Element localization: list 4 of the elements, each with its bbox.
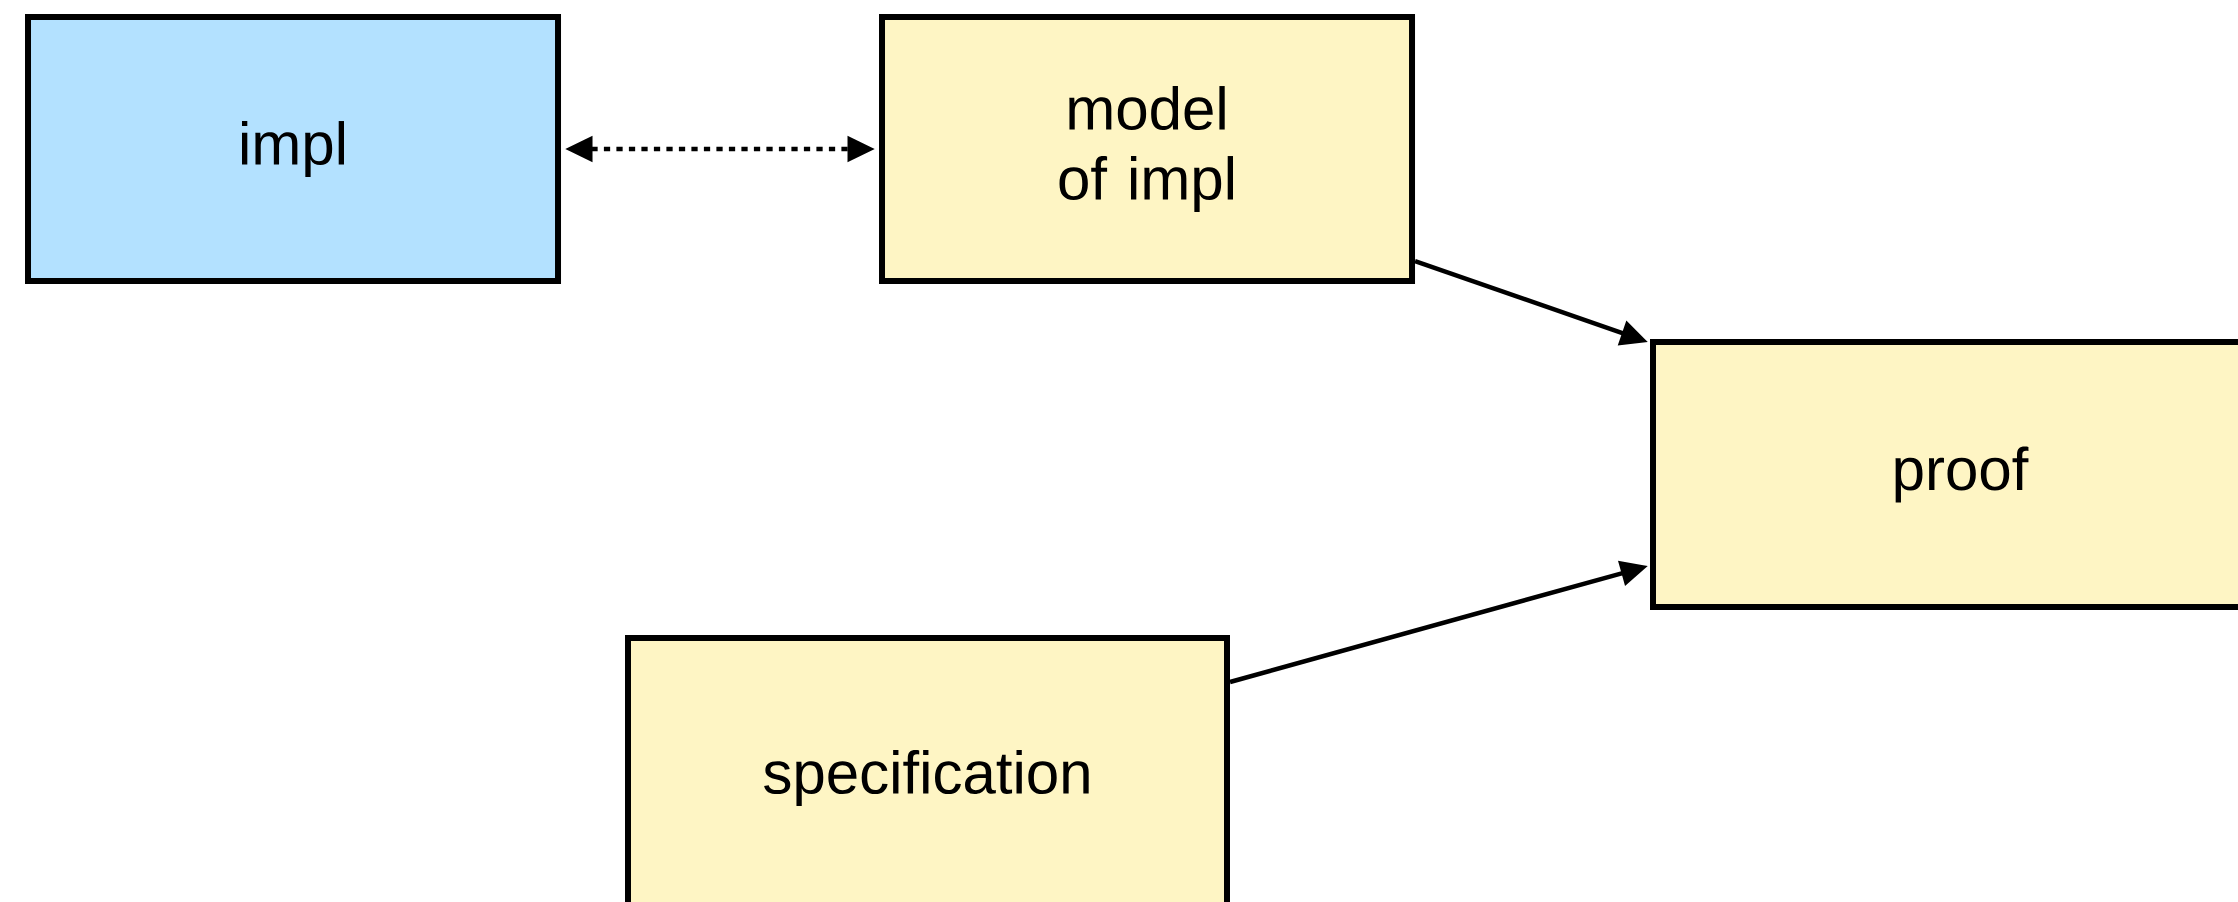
process-box: impl [25,14,561,284]
process-box: specification [625,635,1231,902]
process-box: model of impl [879,14,1415,284]
process-box: proof [1650,339,2238,610]
